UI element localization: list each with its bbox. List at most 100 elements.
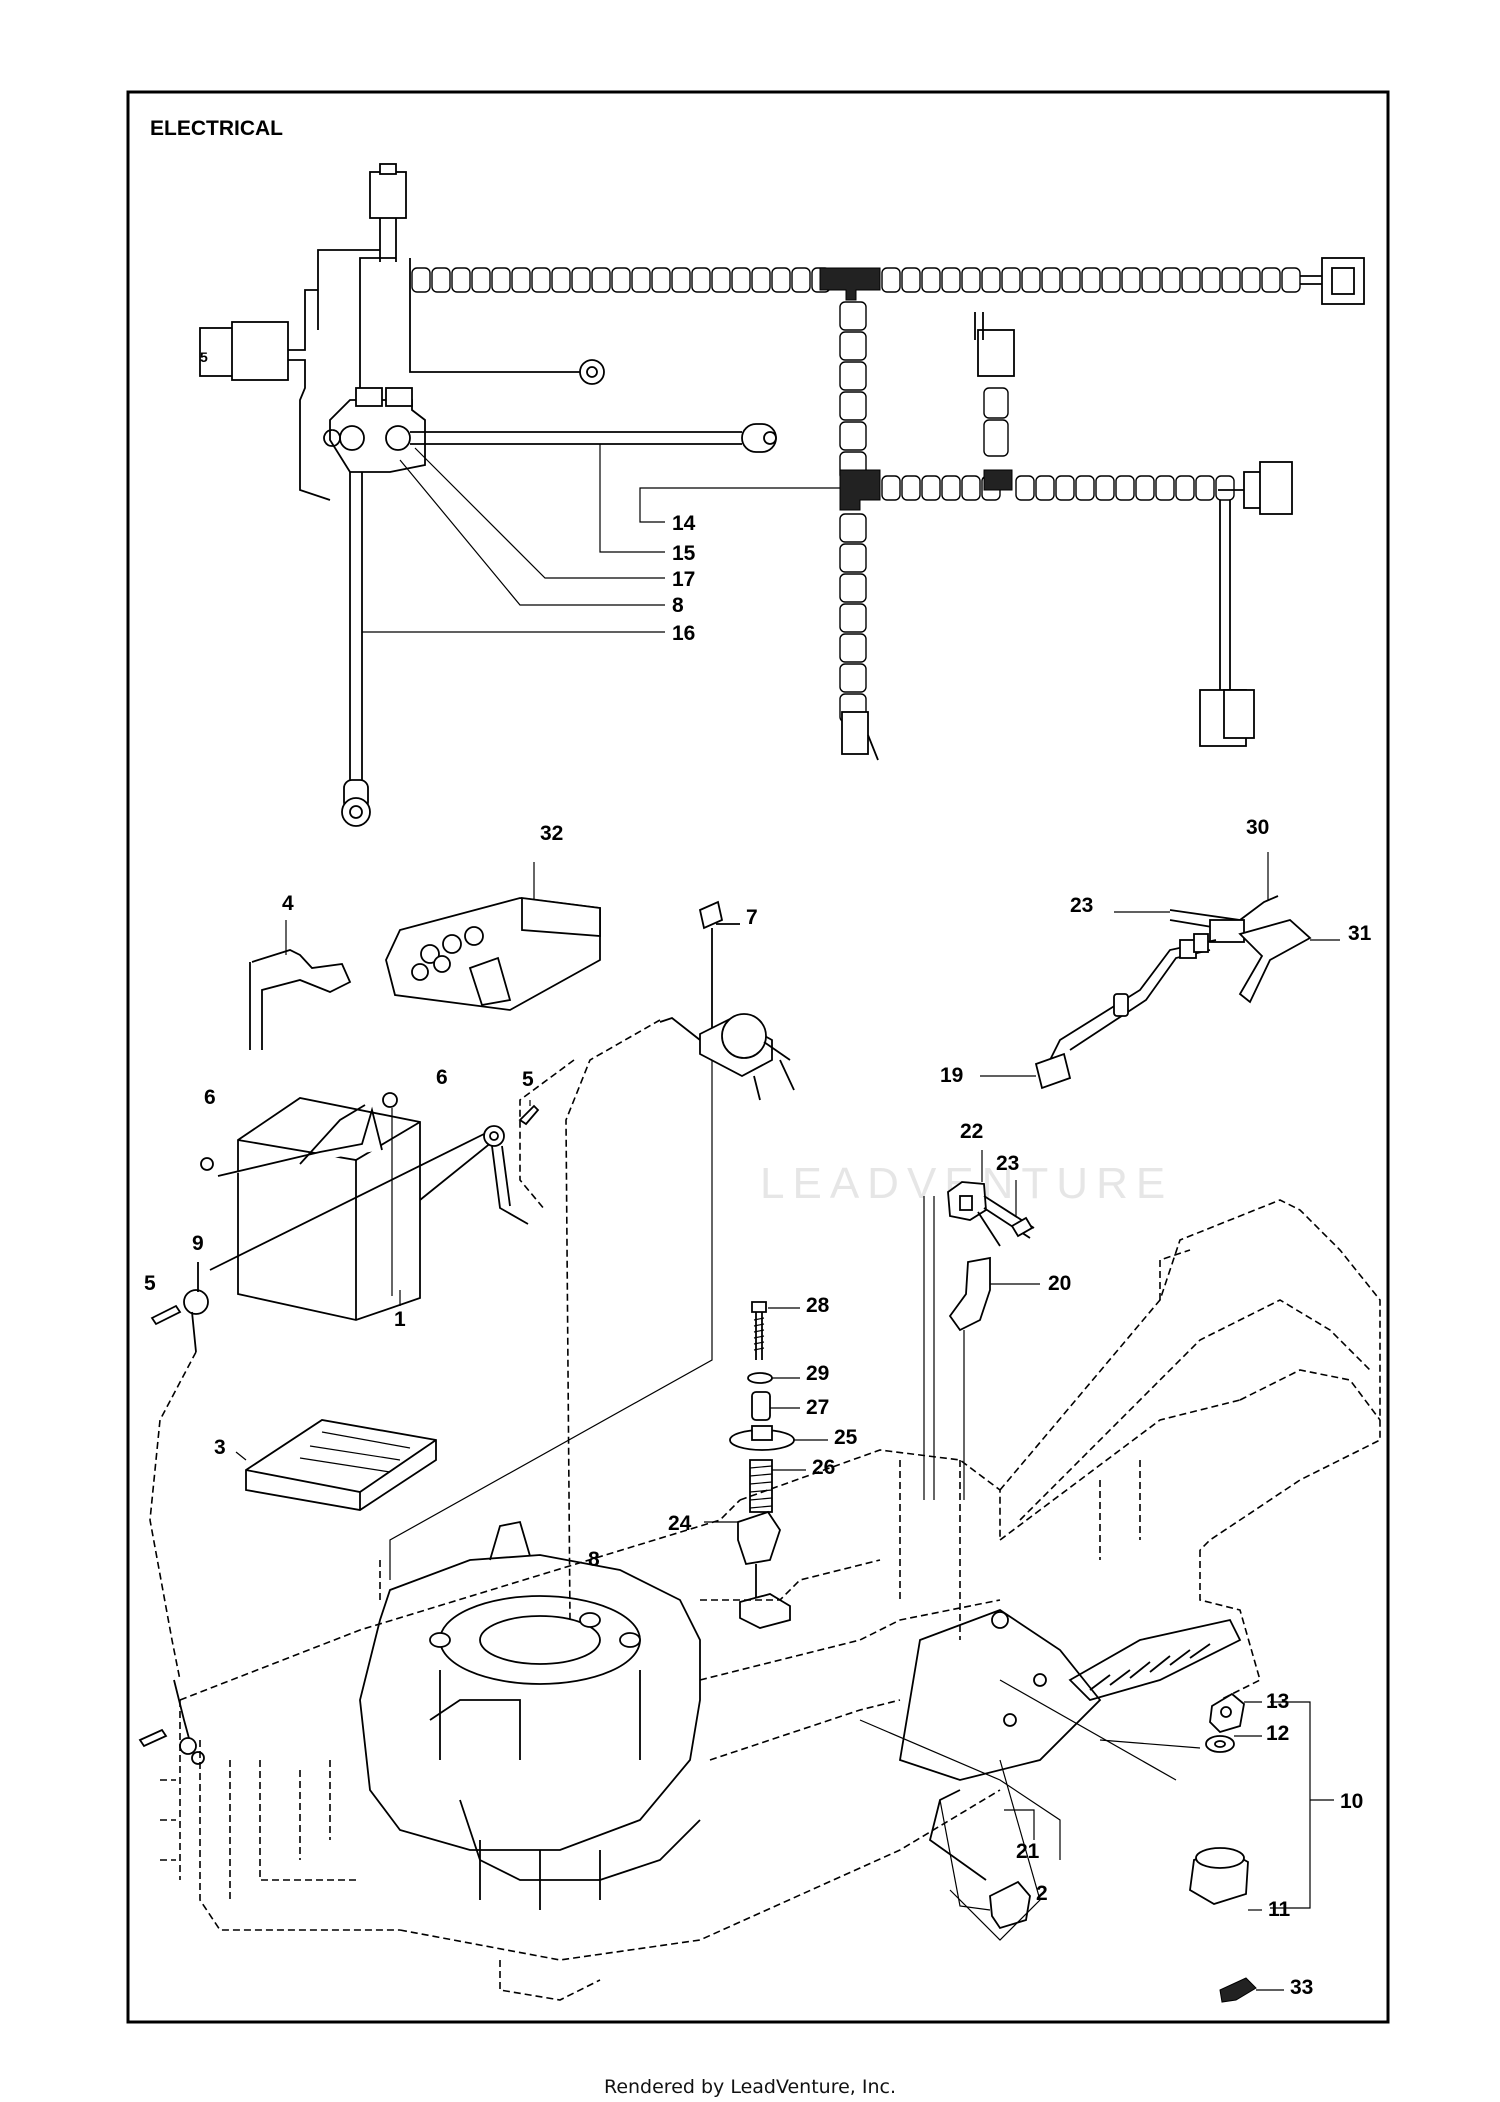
- callout-26: 26: [812, 1456, 835, 1479]
- section-title: ELECTRICAL: [150, 117, 283, 140]
- callout-32: 32: [540, 822, 563, 845]
- seat-plunger-switch: [704, 1301, 828, 1629]
- harness-segment: [591, 267, 611, 293]
- harness-segment: [901, 475, 921, 501]
- harness-segment: [941, 475, 961, 501]
- harness-segment: [1135, 475, 1155, 501]
- callout-5-top: 5: [522, 1068, 534, 1091]
- callout-25: 25: [834, 1426, 858, 1449]
- callout-31: 31: [1348, 922, 1372, 945]
- harness-segment: [1015, 475, 1035, 501]
- battery-assembly: [138, 862, 601, 1765]
- harness-segment: [1035, 475, 1055, 501]
- harness-segment: [1175, 475, 1195, 501]
- harness-segment: [1261, 267, 1281, 293]
- harness-segment: [1101, 267, 1121, 293]
- harness-segment: [491, 267, 511, 293]
- harness-segment: [981, 267, 1001, 293]
- harness-segment: [881, 475, 901, 501]
- harness-segment: [451, 267, 471, 293]
- callout-20: 20: [1048, 1272, 1071, 1295]
- harness-segment: [1095, 475, 1115, 501]
- harness-segment: [839, 331, 867, 361]
- harness-segment: [1141, 267, 1161, 293]
- seat-switch-harness: [980, 852, 1340, 1090]
- harness-segment: [1075, 475, 1095, 501]
- tractor-chassis: [160, 1199, 1381, 2001]
- harness-segment: [631, 267, 651, 293]
- callout-19: 19: [940, 1064, 963, 1087]
- harness-segment: [1161, 267, 1181, 293]
- harness-segment: [901, 267, 921, 293]
- callout-10: 10: [1340, 1790, 1363, 1813]
- harness-segment: [411, 267, 431, 293]
- callout-1: 1: [394, 1308, 406, 1331]
- harness-segment: [791, 267, 811, 293]
- callout-7: 7: [746, 906, 758, 929]
- harness-segment: [531, 267, 551, 293]
- harness-segment: [1121, 267, 1141, 293]
- callout-4: 4: [282, 892, 294, 915]
- harness-segment: [941, 267, 961, 293]
- pto-switch: [923, 1150, 1040, 1500]
- harness-segment: [691, 267, 711, 293]
- harness-segment: [839, 301, 867, 331]
- callout-24: 24: [668, 1512, 692, 1535]
- harness-segment: [961, 475, 981, 501]
- harness-segment: [471, 267, 491, 293]
- starter-solenoid: [389, 900, 795, 1621]
- harness-segment: [839, 573, 867, 603]
- callout-21: 21: [1016, 1840, 1040, 1863]
- harness-segment: [731, 267, 751, 293]
- callout-5-left: 5: [144, 1272, 156, 1295]
- harness-segment: [921, 475, 941, 501]
- callout-23-mid: 23: [996, 1152, 1019, 1175]
- callout-labels: 14 15 17 8 16 32 4 7 30 23 31 19 6 6 5 2…: [144, 512, 1372, 1999]
- svg-text:5: 5: [200, 349, 208, 365]
- harness-segment: [1215, 475, 1235, 501]
- harness-segment: [1041, 267, 1061, 293]
- callout-9: 9: [192, 1232, 204, 1255]
- harness-segment: [511, 267, 531, 293]
- harness-segment: [431, 267, 451, 293]
- ignition-switch-assembly: [928, 1692, 1334, 2003]
- callout-8-top: 8: [672, 594, 684, 617]
- harness-segment: [839, 633, 867, 663]
- callout-22: 22: [960, 1120, 983, 1143]
- callout-17: 17: [672, 568, 695, 591]
- harness-segment: [1195, 475, 1215, 501]
- footer-credit: Rendered by LeadVenture, Inc.: [603, 2076, 897, 2098]
- callout-11: 11: [1268, 1898, 1291, 1921]
- harness-segment: [771, 267, 791, 293]
- callout-23-top: 23: [1070, 894, 1093, 917]
- diagram-frame: [126, 90, 1390, 2024]
- harness-segment: [1155, 475, 1175, 501]
- harness-segment: [839, 543, 867, 573]
- harness-segment: [839, 361, 867, 391]
- harness-segment: [839, 391, 867, 421]
- harness-segment: [1081, 267, 1101, 293]
- harness-segment: [921, 267, 941, 293]
- harness-segment: [1241, 267, 1261, 293]
- harness-segment: [751, 267, 771, 293]
- harness-segment: [839, 421, 867, 451]
- callout-6-left: 6: [204, 1086, 216, 1109]
- harness-segment: [1115, 475, 1135, 501]
- harness-segment: [1055, 475, 1075, 501]
- callout-29: 29: [806, 1362, 829, 1385]
- harness-segment: [1201, 267, 1221, 293]
- harness-segment: [1021, 267, 1041, 293]
- callout-12: 12: [1266, 1722, 1289, 1745]
- harness-segment: [1181, 267, 1201, 293]
- harness-segment: [1221, 267, 1241, 293]
- harness-segments-main: [411, 267, 1301, 501]
- harness-segment: [711, 267, 731, 293]
- harness-segment: [839, 663, 867, 693]
- callout-16: 16: [672, 622, 695, 645]
- harness-segment: [961, 267, 981, 293]
- harness-segment: [1281, 267, 1301, 293]
- harness-segment: [881, 267, 901, 293]
- harness-segment: [571, 267, 591, 293]
- harness-segment: [839, 603, 867, 633]
